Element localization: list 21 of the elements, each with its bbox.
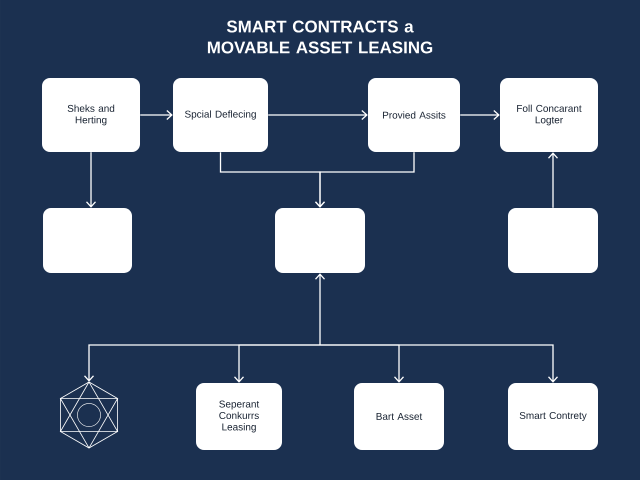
arrow <box>234 344 320 383</box>
arrow <box>315 152 415 208</box>
hexagram-drawing <box>60 382 118 448</box>
arrow <box>86 152 96 208</box>
process-box <box>43 208 132 273</box>
process-box: Spcial Deflecing <box>173 78 268 152</box>
title: SMART CONTRACTS a MOVABLE ASSET LEASING <box>208 20 432 54</box>
process-box: Foll Concarant Logter <box>500 78 598 152</box>
arrow <box>140 110 173 120</box>
arrow <box>268 110 368 120</box>
arrow <box>320 344 558 383</box>
arrow <box>315 273 325 345</box>
arrow <box>548 152 558 208</box>
process-box: Bart Asset <box>354 383 444 450</box>
process-box <box>508 208 598 273</box>
arrow <box>460 110 500 120</box>
process-box: Seperant Conkurrs Leasing <box>196 383 282 450</box>
process-box: Sheks and Herting <box>42 78 140 152</box>
process-box: Provied Assits <box>368 78 460 152</box>
process-box: Smart Contrety <box>508 383 598 450</box>
process-box <box>275 208 365 273</box>
